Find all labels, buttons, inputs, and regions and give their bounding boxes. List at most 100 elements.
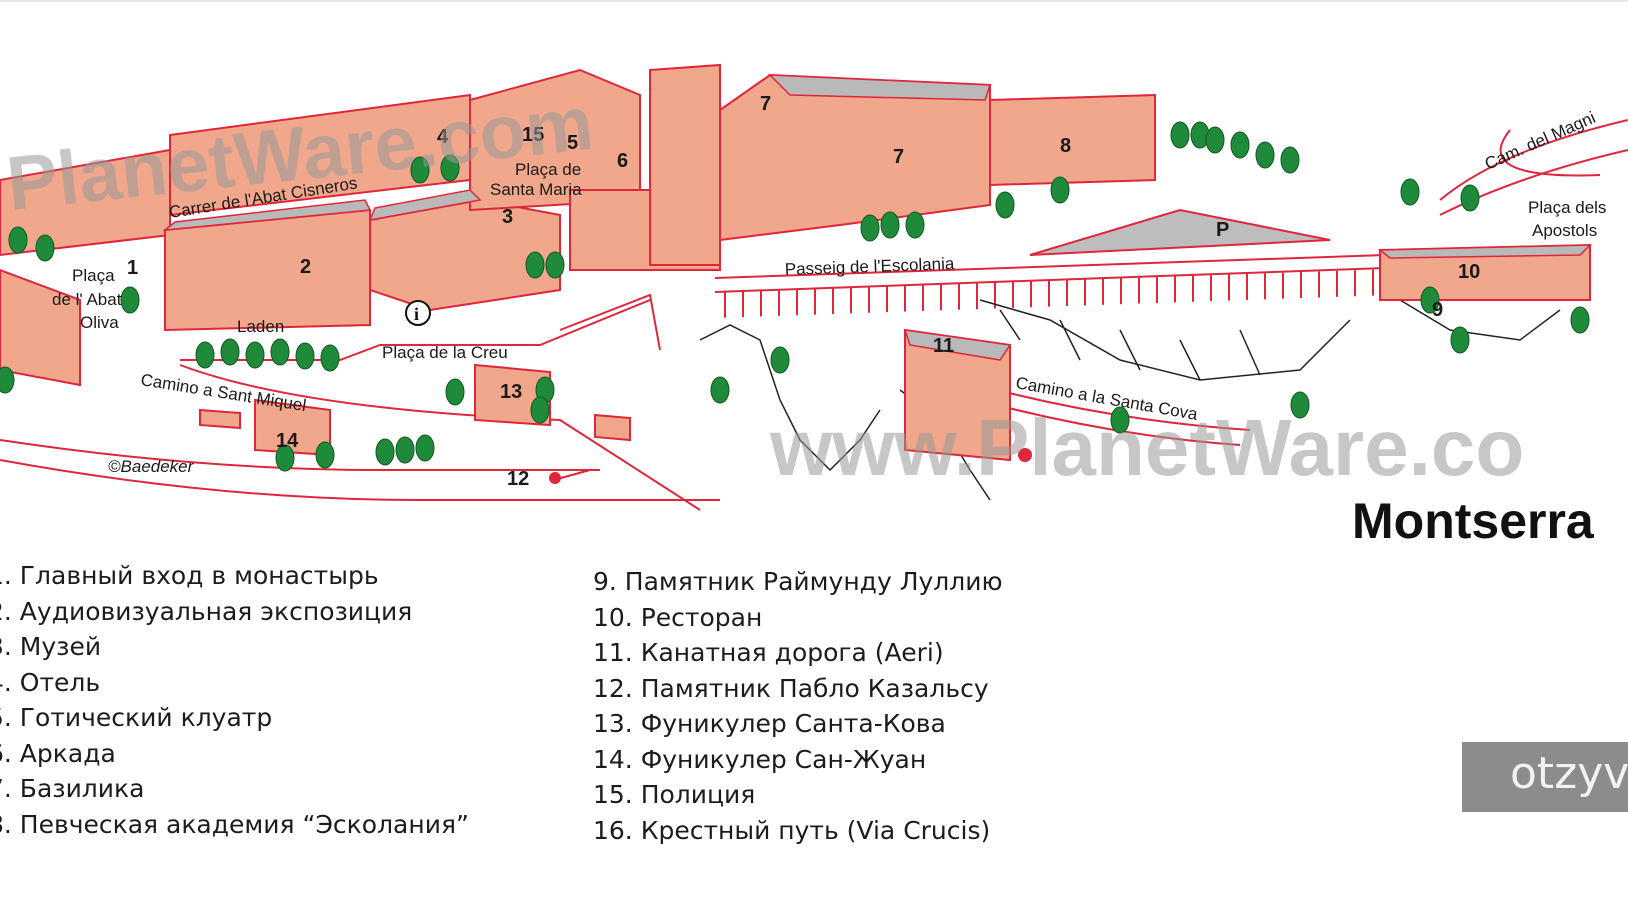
parking-label: P — [1216, 219, 1229, 241]
legend-item: 1. Главный вход в монастырь — [0, 561, 379, 590]
legend-item: 2. Аудиовизуальная экспозиция — [0, 596, 413, 626]
tree — [120, 286, 140, 314]
marker-7: 7 — [893, 146, 904, 168]
viaduct — [714, 208, 1386, 318]
marker-2: 2 — [300, 256, 311, 278]
legend-item: 11. Канатная дорога (Aeri) — [593, 638, 944, 667]
marker-3: 3 — [502, 206, 513, 228]
building-tower — [649, 63, 721, 266]
legend-item: 4. Отель — [0, 667, 101, 697]
tree — [270, 338, 290, 366]
label-placa-creu: Plaça de la Creu — [382, 343, 508, 362]
svg-text:i: i — [414, 304, 419, 324]
otzyv-badge[interactable]: otzyv — [1462, 742, 1628, 812]
buildings — [0, 63, 1591, 462]
label-placa-apostols-1: Plaça dels — [1528, 198, 1606, 217]
label-placa-abat-oliva-3: Oliva — [80, 313, 119, 332]
tree — [1170, 121, 1190, 149]
marker-15: 15 — [522, 124, 544, 146]
tree — [245, 341, 265, 369]
marker-13: 13 — [500, 381, 522, 403]
tree — [8, 226, 28, 254]
building-escolania — [989, 93, 1156, 187]
tree — [1450, 326, 1470, 354]
legend-item: 15. Полиция — [593, 780, 756, 809]
label-cam-magnificat: Cam. del Magni — [1482, 108, 1598, 174]
tree — [1280, 146, 1300, 174]
tree — [770, 346, 790, 374]
marker-5: 5 — [567, 132, 578, 154]
tree — [995, 191, 1015, 219]
legend-item: 10. Ресторан — [593, 602, 763, 632]
building-numbers: 1 2 3 4 5 6 7 7 8 10 11 12 13 14 15 9 — [127, 93, 1480, 490]
tree — [375, 438, 395, 466]
marker-7-top: 7 — [760, 93, 771, 115]
otzyv-badge-text: otzyv — [1510, 748, 1628, 799]
watermark-bottom: www.PlanetWare.co — [769, 403, 1524, 492]
label-laden: Laden — [237, 317, 284, 336]
tree — [220, 338, 240, 366]
tree — [1255, 141, 1275, 169]
legend-item: 3. Музей — [0, 632, 102, 661]
tree — [1230, 131, 1250, 159]
tree — [275, 444, 295, 472]
label-camino-sant-miquel: Camino a Sant Miquel — [139, 370, 307, 415]
legend-item: 8. Певческая академия “Эсколания” — [0, 809, 469, 839]
tree — [860, 214, 880, 242]
marker-1: 1 — [127, 257, 138, 279]
tree — [710, 376, 730, 404]
building-left-lower — [0, 268, 81, 387]
marker-10: 10 — [1458, 261, 1480, 283]
tree — [1110, 406, 1130, 434]
tree — [295, 342, 315, 370]
marker-4: 4 — [437, 126, 449, 148]
tree — [415, 434, 435, 462]
tree — [545, 251, 565, 279]
tree — [525, 251, 545, 279]
legend-item: 6. Аркада — [0, 738, 116, 768]
tree — [195, 341, 215, 369]
tree — [1460, 184, 1480, 212]
legend-item: 9. Памятник Раймунду Луллию — [593, 567, 1003, 596]
legend-item: 12. Памятник Пабло Казальсу — [593, 673, 989, 703]
label-placa-apostols-2: Apostols — [1532, 221, 1597, 240]
tree — [1420, 286, 1440, 314]
legend-item: 5. Готический клуатр — [0, 703, 273, 732]
montserrat-map: 1 2 3 4 5 6 7 7 8 10 11 12 13 14 15 9 i … — [0, 0, 1628, 511]
tree — [315, 441, 335, 469]
building-small-2 — [594, 413, 631, 442]
building-audiovisual — [164, 208, 371, 332]
roofs — [162, 74, 1592, 361]
tree — [320, 344, 340, 372]
tree — [880, 211, 900, 239]
marker-9: 9 — [1432, 299, 1443, 321]
tree — [1570, 306, 1590, 334]
marker-6: 6 — [617, 150, 628, 172]
tree — [0, 366, 15, 394]
marker-8: 8 — [1060, 135, 1071, 157]
marker-12: 12 — [507, 468, 529, 490]
label-placa-santa-maria-2: Santa Maria — [490, 180, 582, 199]
info-icon — [405, 300, 431, 326]
tree — [530, 396, 550, 424]
tree — [905, 211, 925, 239]
marker-11: 11 — [933, 335, 954, 357]
building-small-1 — [199, 408, 241, 430]
monument-dot — [549, 472, 561, 484]
tree — [1290, 391, 1310, 419]
label-placa-santa-maria-1: Plaça de — [515, 160, 581, 179]
legend-left: 1. Главный вход в монастырь 2. Аудиовизу… — [0, 558, 469, 842]
tree — [395, 436, 415, 464]
tree — [440, 154, 460, 182]
legend-item: 13. Фуникулер Санта-Кова — [593, 709, 946, 738]
marker-14: 14 — [276, 430, 299, 452]
map-title: Montserra — [1352, 493, 1594, 549]
legend-item: 14. Фуникулер Сан-Жуан — [593, 744, 927, 774]
label-passeig-escolania: Passeig de l'Escolania — [784, 254, 955, 279]
legend-item: 16. Крестный путь (Via Crucis) — [593, 815, 991, 845]
label-placa-abat-oliva-2: de l' Abat — [52, 290, 122, 309]
tree — [1050, 176, 1070, 204]
tree — [410, 156, 430, 184]
trees — [0, 121, 1590, 472]
tree — [1205, 126, 1225, 154]
